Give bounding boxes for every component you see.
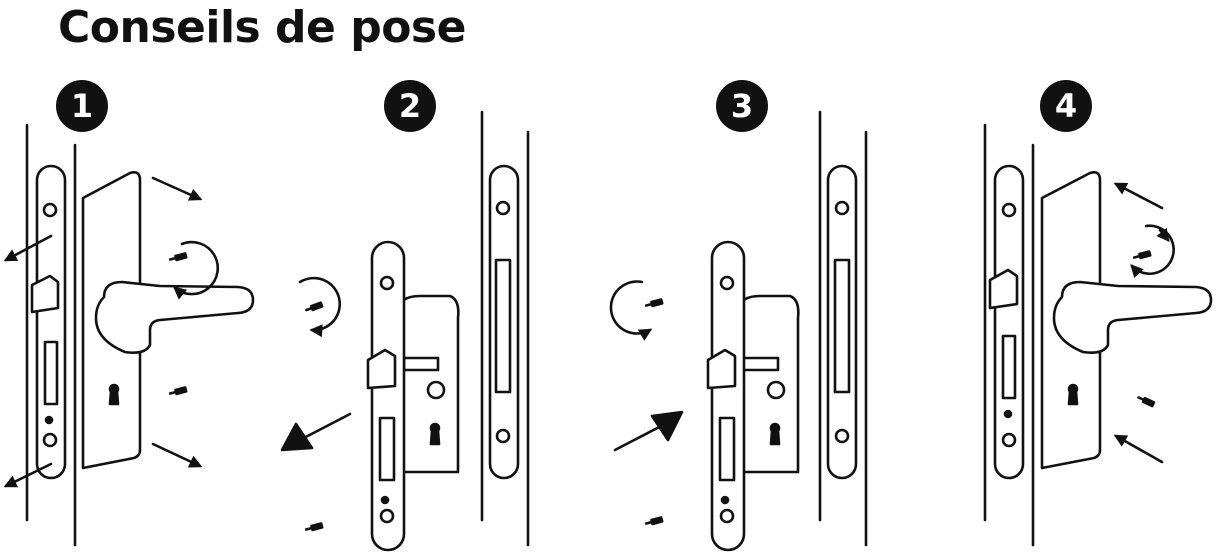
screw-hole [834, 200, 850, 216]
screw-hole [495, 428, 511, 444]
step-3-illustration [609, 110, 868, 552]
screw-hole [719, 275, 735, 291]
screw-hole [379, 275, 395, 291]
lever-handle [1052, 280, 1213, 354]
keyhole-icon [1067, 390, 1079, 406]
screw-hole [834, 428, 850, 444]
step-number-4: 4 [1040, 80, 1092, 132]
rotate-arrow-icon [173, 240, 220, 300]
lock-body [396, 294, 460, 474]
arrow-icon [3, 234, 53, 262]
bolt-slot [1001, 334, 1017, 400]
strike-slot [833, 258, 851, 394]
latch [706, 348, 737, 390]
arrow-head-icon [650, 410, 684, 442]
arrow-icon [298, 412, 352, 442]
keyhole-icon [769, 429, 781, 446]
step-number-2: 2 [384, 80, 436, 132]
pin-dot [380, 495, 390, 505]
faceplate [993, 164, 1025, 480]
lock-hole [766, 380, 786, 400]
bolt-slot [718, 416, 736, 482]
pin-dot [720, 495, 730, 505]
step-number-3: 3 [716, 80, 768, 132]
step-number-1: 1 [56, 80, 108, 132]
arrow-icon [1113, 434, 1164, 464]
screw-icon [168, 386, 188, 396]
keyhole-icon [429, 429, 441, 446]
arrow-icon [1113, 182, 1164, 210]
strike-plate [826, 164, 858, 480]
step-4-illustration [983, 123, 1213, 547]
lever-handle [94, 280, 255, 354]
screw-icon [304, 522, 324, 532]
arrow-icon [151, 442, 203, 468]
screw-hole [1001, 432, 1017, 448]
pin-dot [1003, 409, 1013, 419]
screw-icon [1132, 250, 1152, 260]
step-2-illustration [280, 110, 530, 552]
page-title: Conseils de pose [58, 2, 466, 53]
arrow-icon [613, 422, 667, 452]
lock-hole [426, 380, 446, 400]
screw-hole [495, 200, 511, 216]
latch [30, 274, 60, 314]
screw-hole [42, 432, 58, 448]
bolt-slot [378, 416, 396, 482]
strike-plate [488, 164, 520, 480]
screw-hole [719, 508, 735, 524]
rotate-arrow-icon [298, 276, 341, 338]
screw-icon [305, 301, 324, 312]
screw-icon [644, 516, 664, 526]
step-1-illustration [3, 123, 255, 547]
screw-icon [1137, 396, 1156, 408]
pin-dot [44, 415, 54, 425]
latch [988, 268, 1019, 310]
arrow-head-icon [280, 422, 314, 452]
strike-slot [494, 258, 512, 394]
latch [366, 348, 397, 390]
arrow-icon [3, 462, 53, 488]
rotate-arrow-icon [1130, 224, 1175, 279]
rotate-arrow-icon [609, 280, 653, 341]
arrow-icon [151, 176, 203, 201]
faceplate [35, 164, 67, 480]
screw-icon [644, 298, 664, 308]
screw-hole [42, 202, 58, 218]
bolt-slot [43, 340, 59, 406]
screw-icon [168, 252, 188, 262]
screw-hole [379, 508, 395, 524]
screw-hole [1001, 202, 1017, 218]
lock-body [736, 294, 800, 474]
rotate-arrow-tip-icon [1156, 227, 1170, 243]
keyhole-icon [108, 390, 120, 406]
